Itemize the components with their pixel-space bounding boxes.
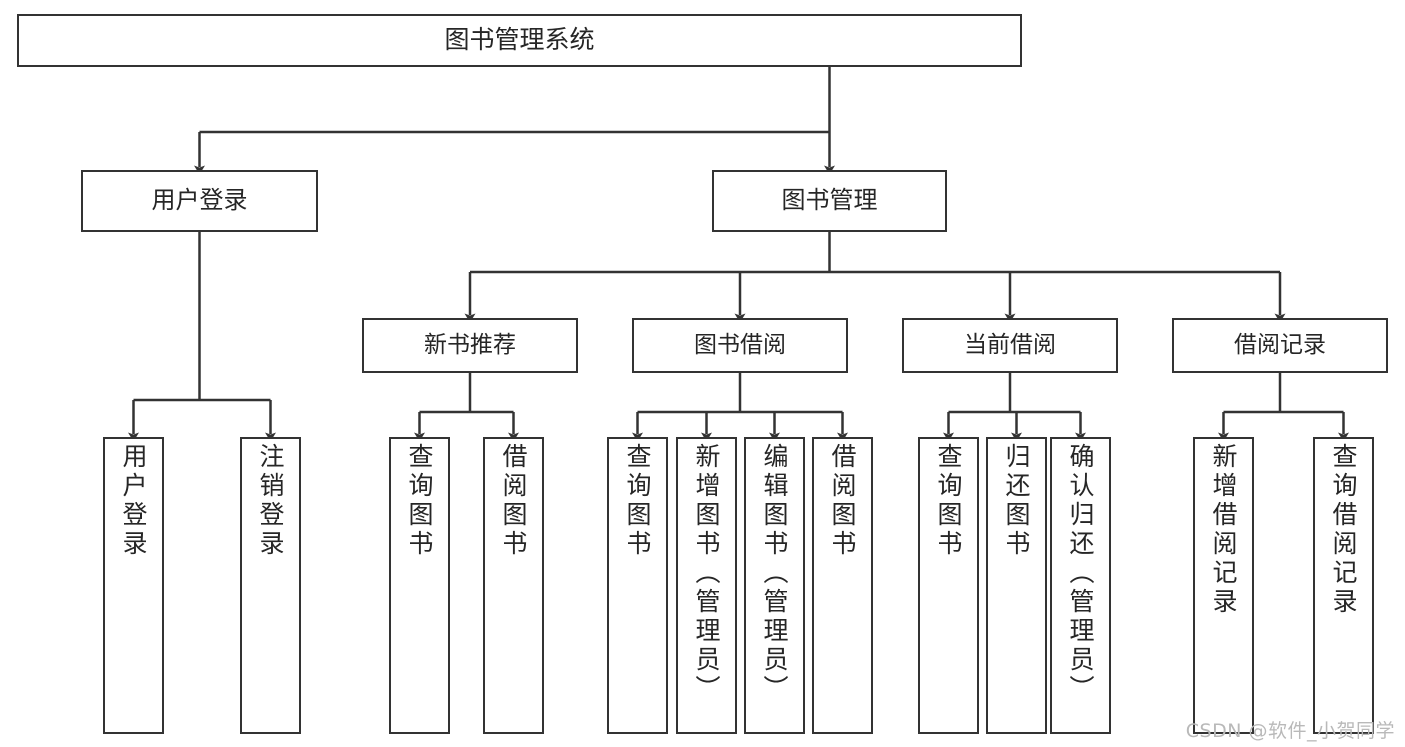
node-leaf-7[interactable]: 借阅图书: [812, 437, 873, 734]
node-root-system[interactable]: 图书管理系统: [17, 14, 1022, 67]
node-leaf-3-label: 借阅图书: [499, 443, 528, 559]
node-leaf-0[interactable]: 用户登录: [103, 437, 164, 734]
node-leaf-11[interactable]: 新增借阅记录: [1193, 437, 1254, 734]
node-leaf-6[interactable]: 编辑图书（管理员）: [744, 437, 805, 734]
node-leaf-0-label: 用户登录: [119, 443, 148, 559]
node-leaf-3[interactable]: 借阅图书: [483, 437, 544, 734]
node-l3-1[interactable]: 图书借阅: [632, 318, 848, 373]
node-l2-1[interactable]: 图书管理: [712, 170, 947, 232]
node-leaf-2[interactable]: 查询图书: [389, 437, 450, 734]
node-l2-0[interactable]: 用户登录: [81, 170, 318, 232]
node-leaf-4-label: 查询图书: [623, 443, 652, 559]
node-l2-0-label: 用户登录: [151, 186, 248, 215]
node-l3-3-label: 借阅记录: [1234, 332, 1326, 359]
node-leaf-9[interactable]: 归还图书: [986, 437, 1047, 734]
node-leaf-11-label: 新增借阅记录: [1209, 443, 1238, 617]
node-leaf-10[interactable]: 确认归还（管理员）: [1050, 437, 1111, 734]
node-l3-2[interactable]: 当前借阅: [902, 318, 1118, 373]
node-leaf-12-label: 查询借阅记录: [1329, 443, 1358, 617]
node-leaf-12[interactable]: 查询借阅记录: [1313, 437, 1374, 734]
node-leaf-4[interactable]: 查询图书: [607, 437, 668, 734]
node-l3-1-label: 图书借阅: [694, 332, 786, 359]
node-l3-3[interactable]: 借阅记录: [1172, 318, 1388, 373]
node-leaf-10-label: 确认归还（管理员）: [1066, 443, 1095, 704]
node-leaf-7-label: 借阅图书: [828, 443, 857, 559]
node-leaf-1-label: 注销登录: [256, 443, 285, 559]
node-l2-1-label: 图书管理: [781, 186, 878, 215]
node-root-system-label: 图书管理系统: [444, 25, 595, 55]
node-l3-0[interactable]: 新书推荐: [362, 318, 578, 373]
node-leaf-8[interactable]: 查询图书: [918, 437, 979, 734]
node-leaf-8-label: 查询图书: [934, 443, 963, 559]
node-leaf-9-label: 归还图书: [1002, 443, 1031, 559]
node-leaf-5-label: 新增图书（管理员）: [692, 443, 721, 704]
node-leaf-2-label: 查询图书: [405, 443, 434, 559]
node-l3-0-label: 新书推荐: [424, 332, 516, 359]
node-l3-2-label: 当前借阅: [964, 332, 1056, 359]
node-leaf-6-label: 编辑图书（管理员）: [760, 443, 789, 704]
node-leaf-1[interactable]: 注销登录: [240, 437, 301, 734]
node-leaf-5[interactable]: 新增图书（管理员）: [676, 437, 737, 734]
